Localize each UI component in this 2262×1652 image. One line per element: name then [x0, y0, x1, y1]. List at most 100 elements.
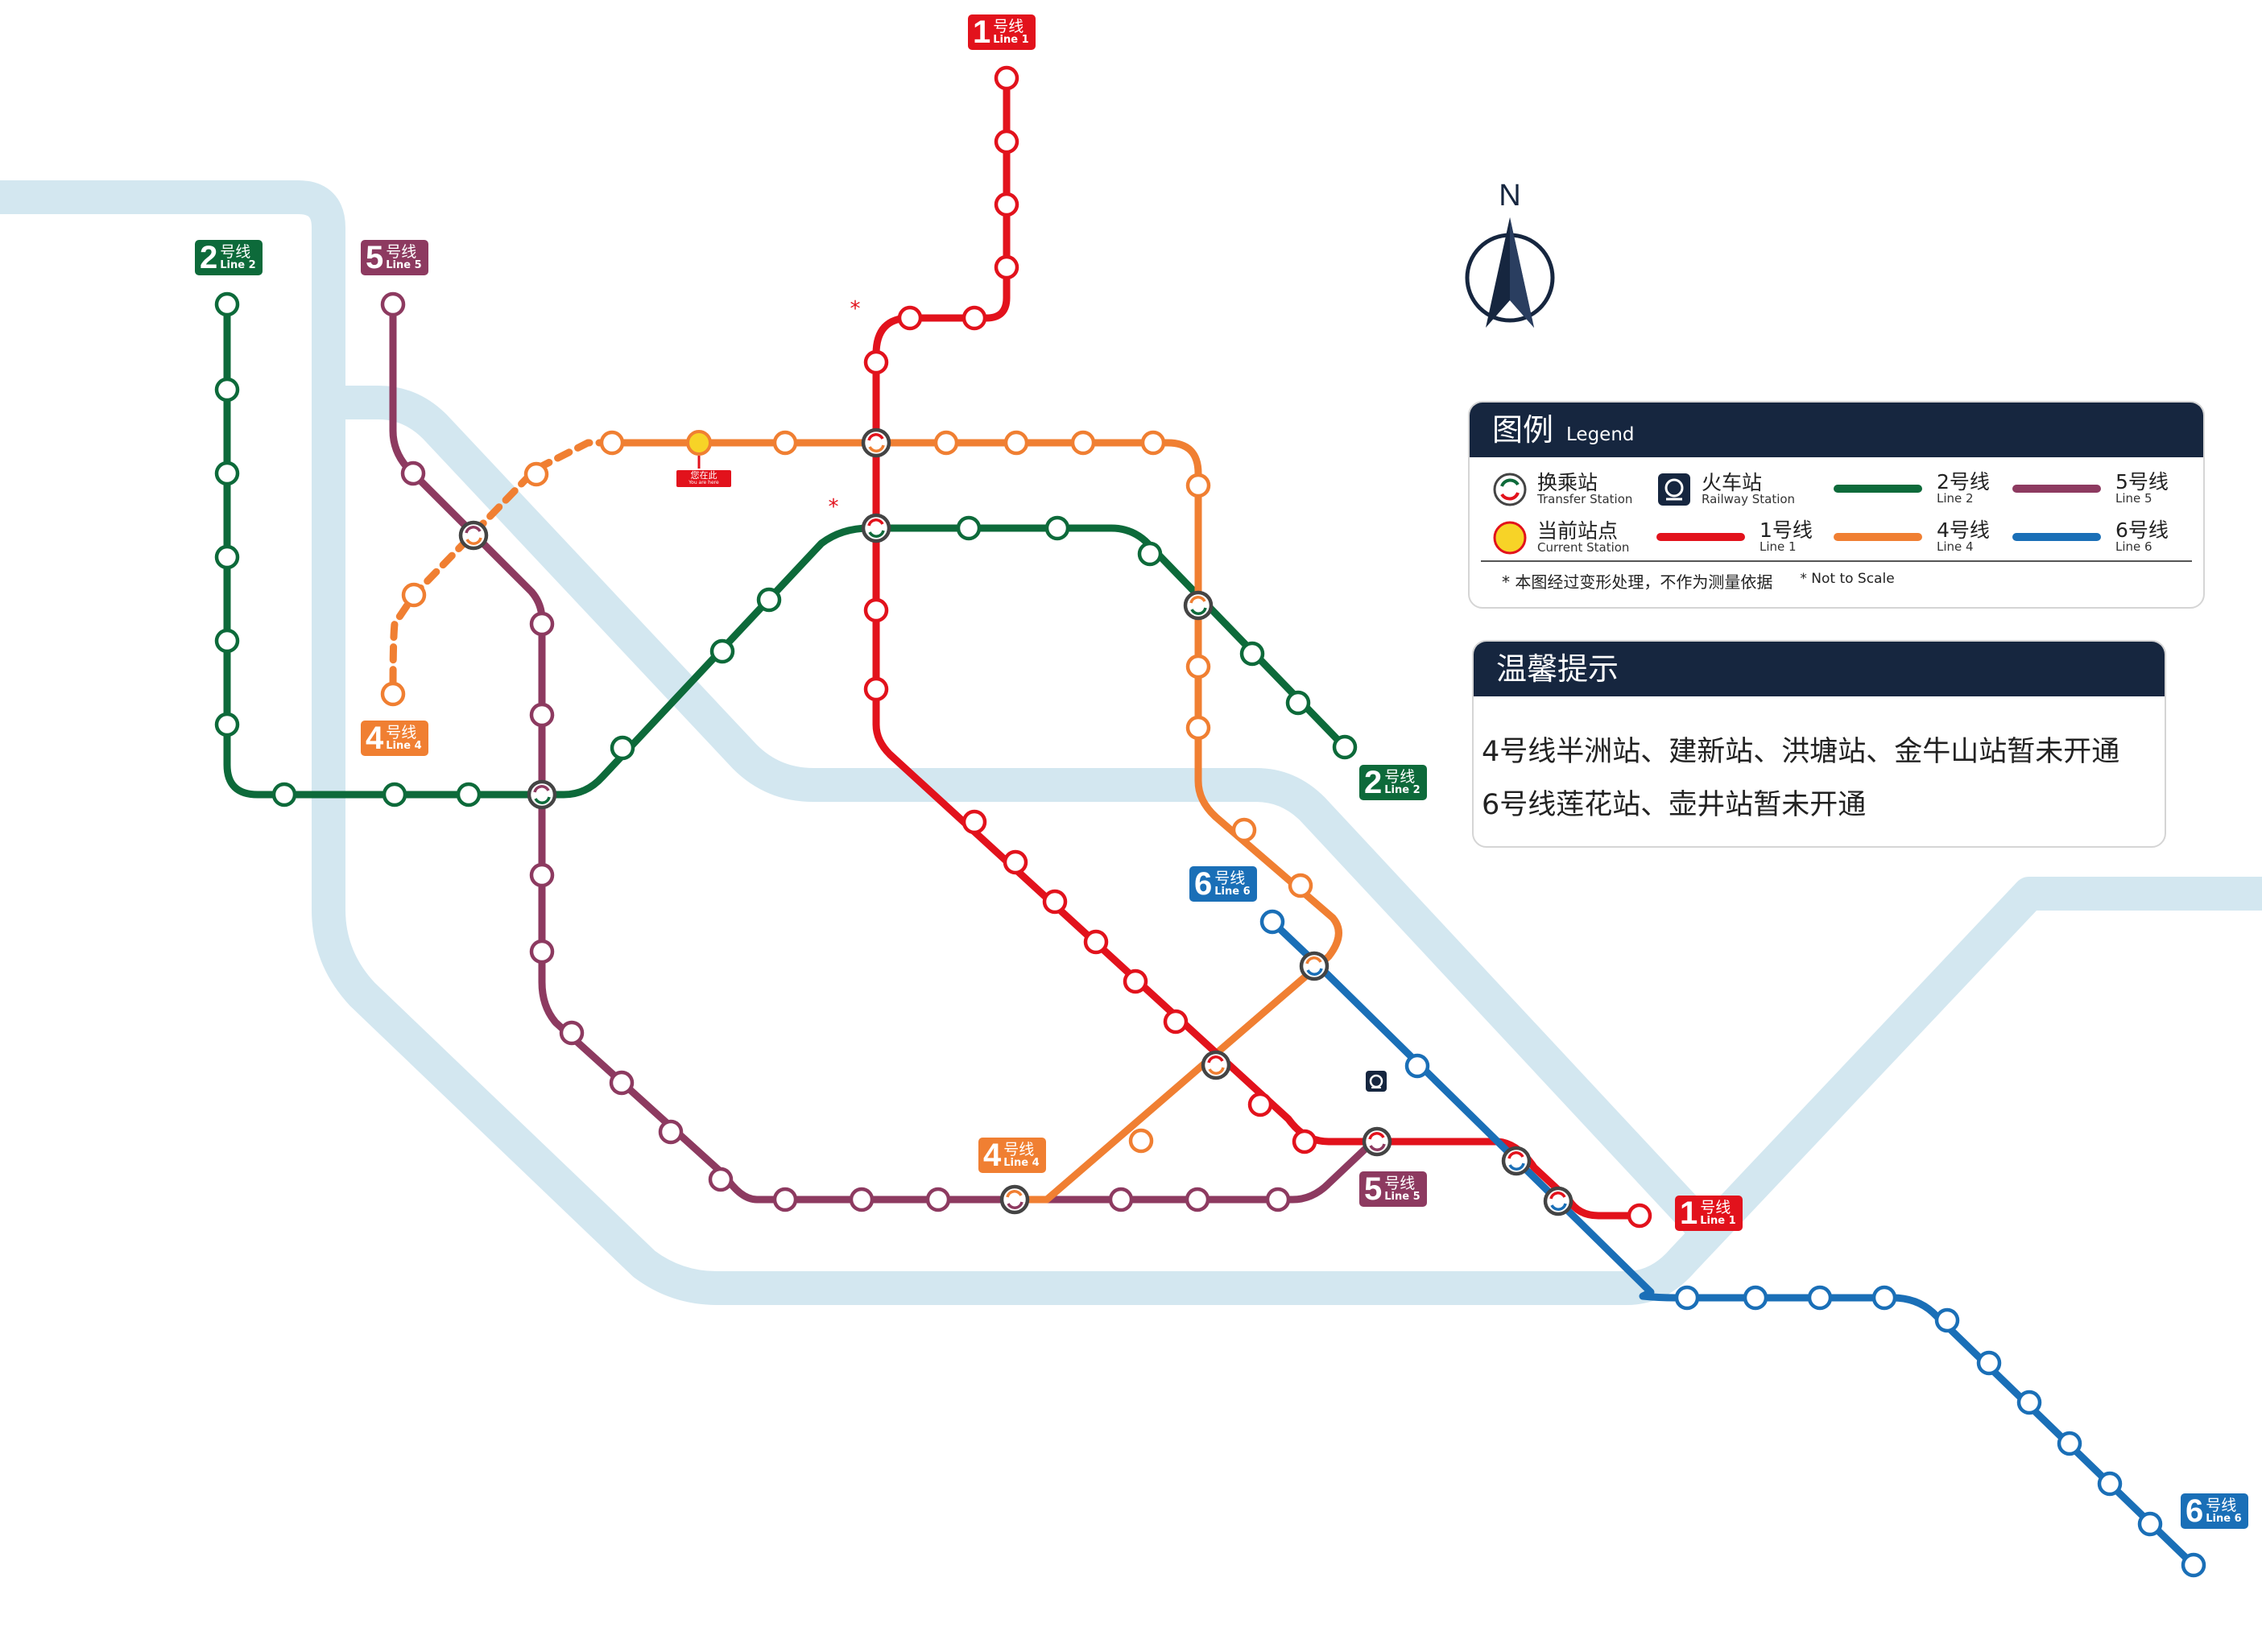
station[interactable] — [214, 460, 240, 486]
line1-badge-en: Line 1 — [1700, 1215, 1736, 1227]
station[interactable] — [1247, 1092, 1273, 1117]
line4-badge-zh: 号线 — [1003, 1141, 1035, 1158]
station[interactable] — [1674, 1285, 1700, 1311]
transfer-station-icon[interactable] — [1362, 1126, 1392, 1157]
station[interactable] — [1259, 909, 1285, 935]
transfer-station-icon[interactable] — [1501, 1146, 1532, 1176]
station[interactable] — [897, 305, 923, 331]
legend-line5-zh: 5号线 — [2115, 470, 2169, 494]
station[interactable] — [709, 638, 735, 664]
station[interactable] — [994, 129, 1019, 155]
station[interactable] — [214, 377, 240, 403]
station[interactable] — [401, 582, 427, 608]
station[interactable] — [849, 1187, 875, 1212]
station[interactable] — [2057, 1431, 2082, 1456]
station[interactable] — [863, 349, 889, 375]
station[interactable] — [933, 430, 959, 456]
station[interactable] — [772, 430, 798, 456]
station[interactable] — [863, 597, 889, 623]
station[interactable] — [1976, 1350, 2002, 1376]
station[interactable] — [961, 305, 987, 331]
station[interactable] — [1137, 541, 1163, 567]
station[interactable] — [1404, 1053, 1430, 1079]
station[interactable] — [1108, 1187, 1134, 1212]
station[interactable] — [772, 1187, 798, 1212]
station[interactable] — [1003, 430, 1029, 456]
station[interactable] — [214, 544, 240, 570]
station[interactable] — [1265, 1187, 1291, 1212]
transfer-station-icon[interactable] — [861, 513, 891, 543]
station[interactable] — [400, 460, 426, 486]
station[interactable] — [1285, 690, 1311, 716]
station[interactable] — [1044, 515, 1070, 541]
station[interactable] — [214, 291, 240, 317]
station[interactable] — [994, 192, 1019, 217]
current-station-icon[interactable] — [686, 430, 712, 456]
line4-badge-num: 4 — [983, 1138, 1002, 1173]
station[interactable] — [271, 782, 297, 807]
transfer-station-icon[interactable] — [861, 427, 891, 458]
transfer-station-icon[interactable] — [1543, 1186, 1573, 1216]
station[interactable] — [529, 611, 555, 637]
station[interactable] — [380, 681, 406, 707]
station[interactable] — [559, 1020, 585, 1046]
station[interactable] — [2097, 1471, 2123, 1497]
station[interactable] — [1070, 430, 1096, 456]
station[interactable] — [529, 939, 555, 964]
station[interactable] — [1627, 1203, 1652, 1229]
transfer-station-icon[interactable] — [527, 779, 557, 810]
station[interactable] — [1185, 654, 1211, 679]
station[interactable] — [1231, 817, 1257, 843]
station[interactable] — [1288, 873, 1313, 898]
transfer-station-icon[interactable] — [1201, 1050, 1231, 1080]
station[interactable] — [2137, 1511, 2163, 1537]
station[interactable] — [456, 782, 482, 807]
station[interactable] — [1934, 1307, 1960, 1333]
station[interactable] — [1292, 1129, 1317, 1154]
station[interactable] — [1123, 968, 1148, 994]
station[interactable] — [658, 1119, 684, 1145]
station[interactable] — [1185, 473, 1211, 498]
station[interactable] — [2016, 1390, 2042, 1415]
station[interactable] — [2181, 1552, 2206, 1578]
station[interactable] — [609, 1070, 635, 1096]
station[interactable] — [994, 254, 1019, 280]
legend-current-zh: 当前站点 — [1537, 519, 1619, 543]
railway-station-icon — [1658, 473, 1690, 506]
station[interactable] — [382, 782, 407, 807]
station[interactable] — [956, 515, 982, 541]
station[interactable] — [1042, 889, 1068, 915]
station[interactable] — [994, 65, 1019, 91]
station[interactable] — [380, 291, 406, 317]
station[interactable] — [1239, 641, 1265, 667]
station[interactable] — [610, 735, 635, 761]
transfer-station-icon[interactable] — [999, 1184, 1030, 1215]
station[interactable] — [1185, 1187, 1210, 1212]
station[interactable] — [1807, 1285, 1833, 1311]
station[interactable] — [1163, 1009, 1189, 1035]
station[interactable] — [529, 862, 555, 888]
station[interactable] — [961, 809, 987, 835]
transfer-station-icon[interactable] — [458, 520, 489, 551]
station[interactable] — [214, 628, 240, 654]
station[interactable] — [523, 461, 549, 487]
station[interactable] — [599, 430, 625, 456]
station[interactable] — [1332, 734, 1358, 760]
station[interactable] — [1003, 849, 1028, 875]
station[interactable] — [1128, 1128, 1154, 1154]
station[interactable] — [1871, 1285, 1897, 1311]
transfer-station-icon[interactable] — [1299, 951, 1329, 981]
station[interactable] — [863, 676, 889, 702]
station[interactable] — [214, 712, 240, 737]
station[interactable] — [1140, 430, 1166, 456]
station[interactable] — [1743, 1285, 1768, 1311]
transfer-station-icon[interactable] — [1183, 590, 1214, 621]
station[interactable] — [1185, 715, 1211, 741]
station[interactable] — [1083, 929, 1109, 955]
station[interactable] — [756, 587, 782, 613]
station[interactable] — [925, 1187, 951, 1212]
station[interactable] — [529, 702, 555, 728]
station[interactable] — [708, 1167, 734, 1192]
